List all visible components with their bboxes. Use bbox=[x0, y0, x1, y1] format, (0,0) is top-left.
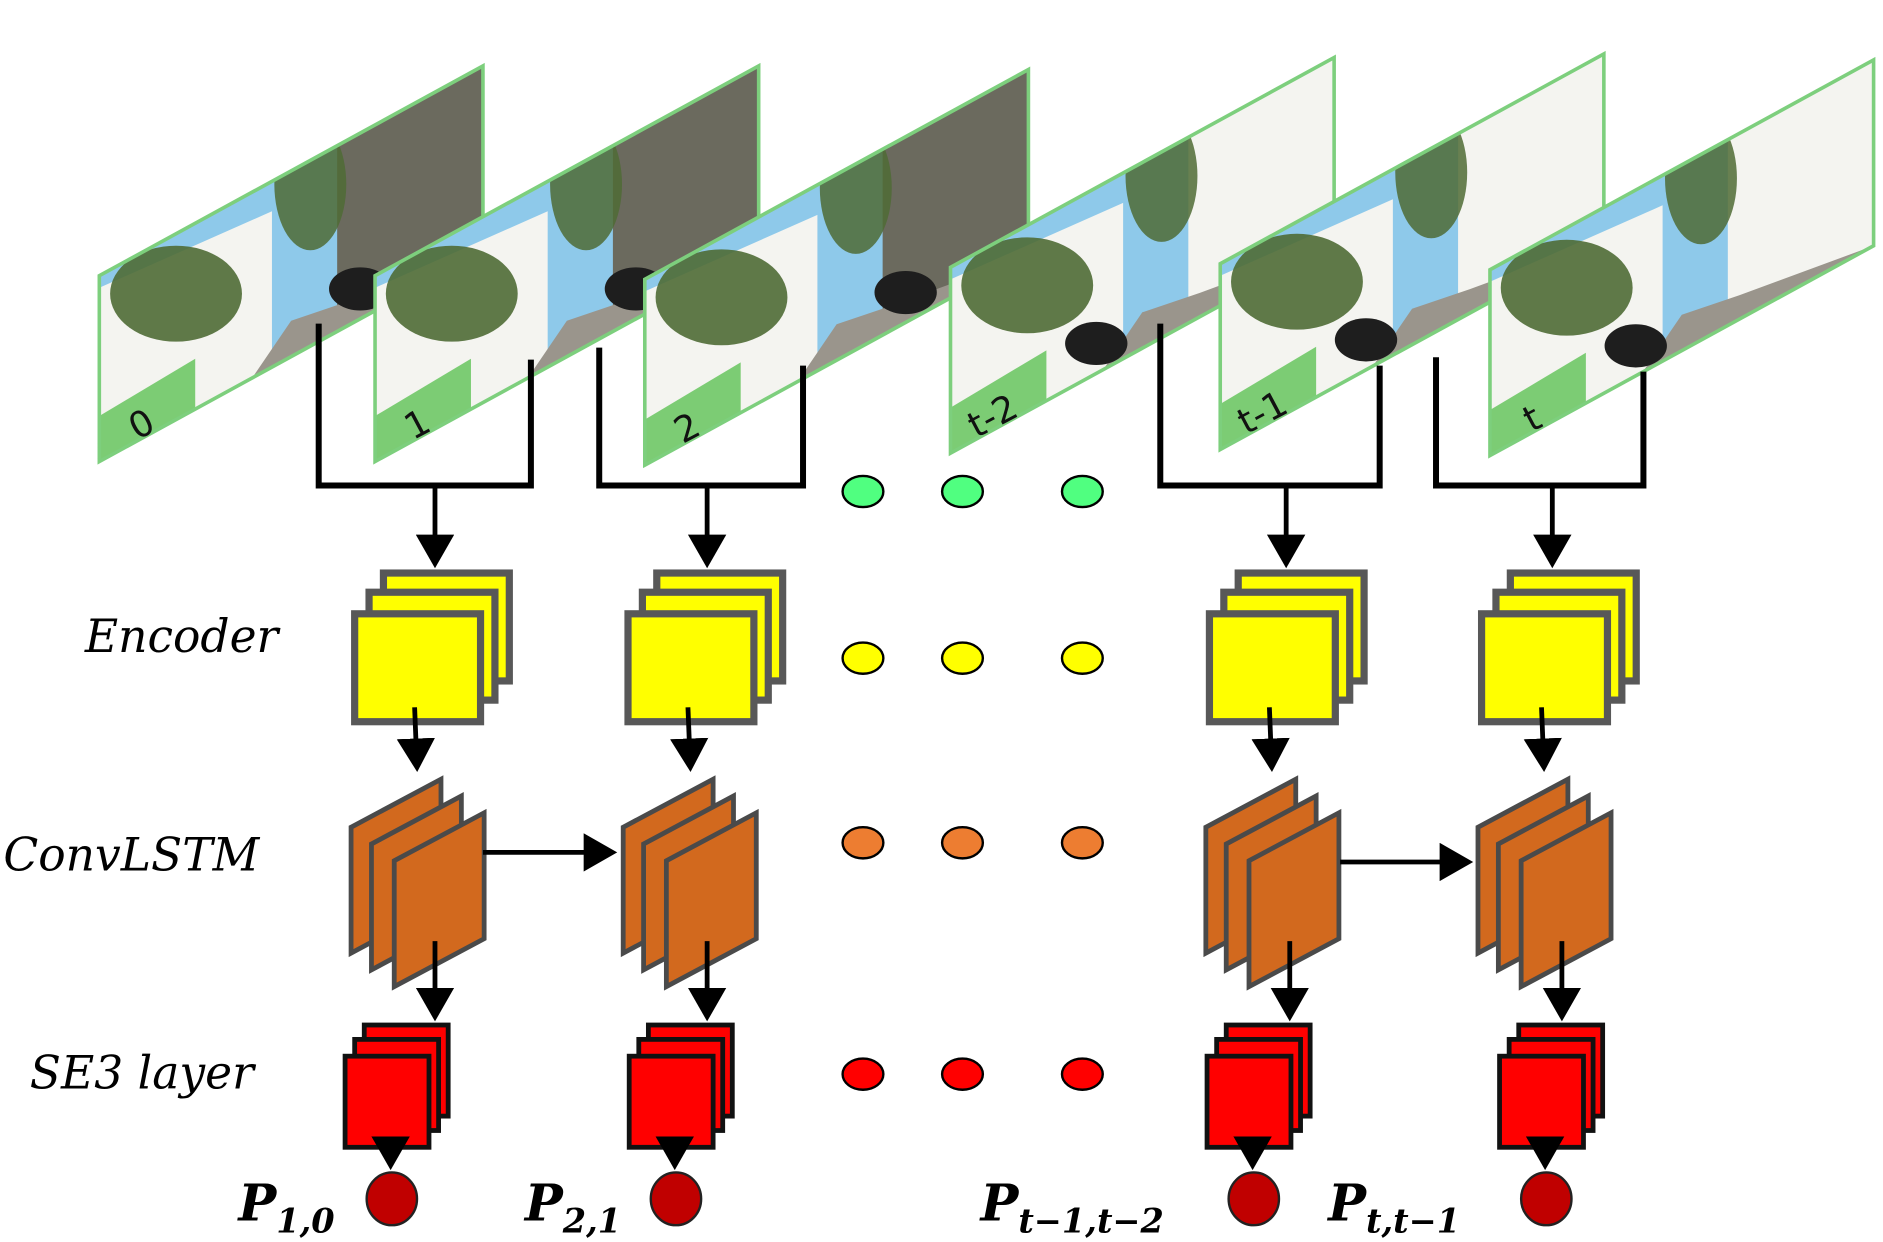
frame-border bbox=[1218, 50, 1606, 453]
arrow-to-convlstm bbox=[396, 707, 436, 773]
connectors bbox=[315, 323, 1647, 569]
pose-subscript: 2,1 bbox=[562, 1200, 621, 1240]
frame-border bbox=[373, 62, 761, 465]
svg-text:Pt−1,t−2: Pt−1,t−2 bbox=[978, 1173, 1163, 1240]
convlstm-block bbox=[1475, 775, 1614, 991]
pose-output-node bbox=[365, 1171, 419, 1227]
se3-block bbox=[1497, 1022, 1606, 1150]
row-label-encoder: Encoder bbox=[84, 610, 282, 663]
ellipsis-dot bbox=[940, 641, 985, 675]
pose-output-3: Pt−1,t−2 bbox=[978, 1173, 1163, 1240]
pose-output-node bbox=[1519, 1171, 1573, 1227]
convlstm-block bbox=[620, 775, 759, 991]
frame-pair-bracket bbox=[596, 347, 807, 569]
pose-subscript: t,t−1 bbox=[1366, 1200, 1460, 1240]
network-blocks bbox=[342, 569, 1640, 1227]
encoder-block bbox=[1477, 569, 1640, 726]
ellipsis-dot bbox=[841, 474, 885, 509]
svg-text:P1,0: P1,0 bbox=[236, 1173, 334, 1240]
ellipsis-dot bbox=[1060, 826, 1104, 860]
convlstm-block bbox=[348, 775, 487, 991]
frame-border bbox=[948, 54, 1336, 457]
row-label-se3: SE3 layer bbox=[30, 1047, 257, 1100]
ellipsis-dots bbox=[841, 474, 1104, 1091]
pose-output-1: P1,0 bbox=[236, 1173, 334, 1240]
row-label-convlstm: ConvLSTM bbox=[3, 828, 260, 881]
frame-pair-bracket bbox=[1433, 357, 1647, 569]
arrow-to-convlstm bbox=[1523, 707, 1562, 773]
ellipsis-dot bbox=[1060, 1057, 1104, 1091]
ellipsis-dot bbox=[841, 641, 885, 675]
frame-pair-bracket bbox=[315, 323, 534, 569]
arrow-to-convlstm bbox=[1251, 707, 1290, 773]
pose-output-4: Pt,t−1 bbox=[1326, 1173, 1460, 1240]
convlstm-block bbox=[1203, 775, 1342, 991]
encoder-block bbox=[624, 569, 787, 726]
pose-symbol: P bbox=[978, 1173, 1020, 1232]
se3-block bbox=[342, 1022, 451, 1150]
pose-symbol: P bbox=[1326, 1173, 1368, 1232]
ellipsis-dot bbox=[940, 1057, 985, 1091]
svg-text:P2,1: P2,1 bbox=[523, 1173, 621, 1240]
se3-block bbox=[626, 1022, 735, 1150]
ellipsis-dot bbox=[940, 826, 985, 860]
ellipsis-dot bbox=[841, 1057, 885, 1091]
pose-subscript: t−1,t−2 bbox=[1018, 1200, 1164, 1240]
pose-output-node bbox=[1227, 1171, 1281, 1227]
arrow-to-convlstm bbox=[670, 707, 709, 773]
pose-output-node bbox=[649, 1171, 703, 1227]
pose-subscript: 1,0 bbox=[276, 1200, 334, 1240]
encoder-block bbox=[351, 569, 513, 726]
ellipsis-dot bbox=[841, 826, 885, 860]
svg-text:Pt,t−1: Pt,t−1 bbox=[1326, 1173, 1460, 1240]
encoder-block bbox=[1205, 569, 1368, 726]
ellipsis-dot bbox=[940, 474, 985, 509]
frame-border bbox=[97, 62, 485, 465]
se3-block bbox=[1204, 1022, 1313, 1150]
pose-symbol: P bbox=[523, 1173, 565, 1232]
ellipsis-dot bbox=[1060, 641, 1104, 675]
frame-pair-bracket bbox=[1157, 323, 1383, 569]
ellipsis-dot bbox=[1060, 474, 1104, 509]
frame-border bbox=[642, 66, 1031, 469]
frame-border bbox=[1488, 56, 1876, 459]
pose-output-2: P2,1 bbox=[523, 1173, 621, 1240]
pose-symbol: P bbox=[236, 1173, 278, 1232]
